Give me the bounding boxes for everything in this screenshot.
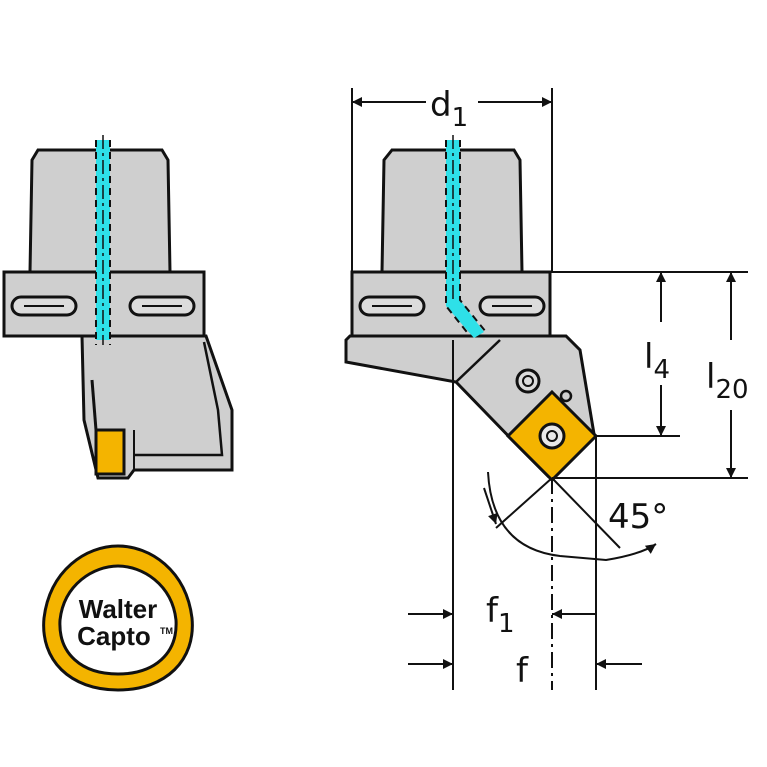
label-d1: d1 [430,85,468,133]
label-l4: l4 [644,337,670,385]
dimensions [351,88,748,690]
logo-line2: Capto [77,621,151,651]
side-view [2,135,234,480]
label-angle: 45° [608,497,668,537]
label-f: f [516,651,529,691]
logo-ring-inner [58,564,178,676]
side-insert [94,428,126,476]
front-view [344,135,599,483]
logo-tm: TM [160,626,173,636]
walter-capto-logo: Walter Capto TM [42,544,194,692]
logo-line1: Walter [79,594,158,624]
insert-screw [538,422,566,450]
label-l20: l20 [706,357,749,405]
front-coolant-channel [446,140,484,338]
angle-arc [487,471,657,562]
front-screw [515,368,541,394]
dimension-labels: d1 l4 l20 45° f1 f [430,85,749,691]
label-f1: f1 [486,591,515,639]
